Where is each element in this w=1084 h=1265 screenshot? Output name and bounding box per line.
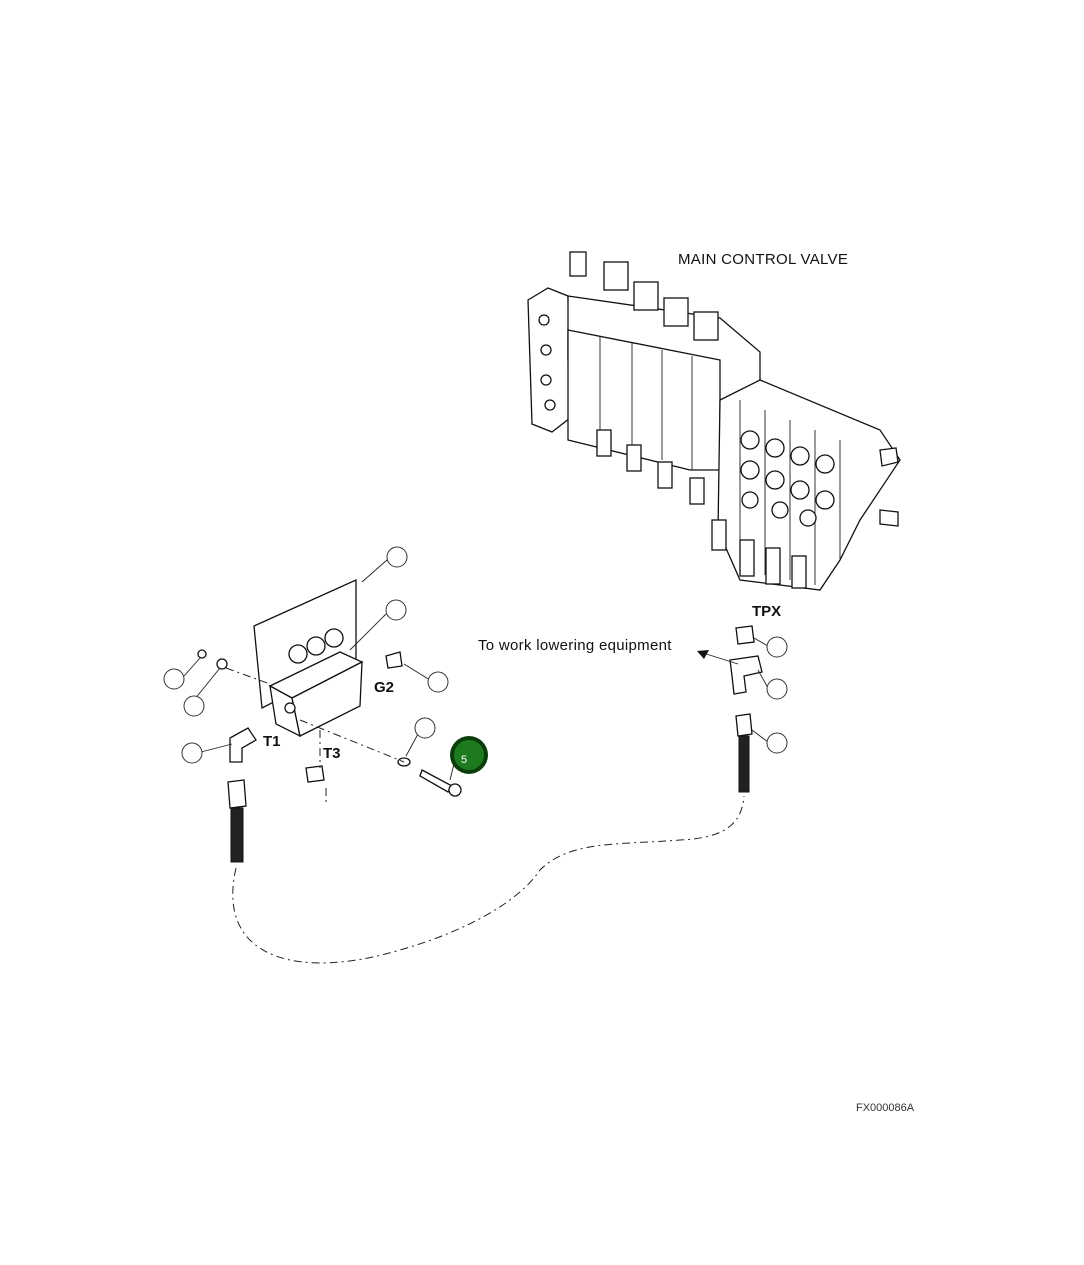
callout-tpx-plug[interactable] xyxy=(766,636,788,658)
work-lowering-label: To work lowering equipment xyxy=(478,637,672,654)
figure-reference: FX000086A xyxy=(856,1102,915,1114)
g2-label: G2 xyxy=(374,679,394,696)
callout-tpx-tee[interactable] xyxy=(766,678,788,700)
callout-washer-bolt[interactable] xyxy=(414,717,436,739)
callout-leaders xyxy=(183,559,769,781)
small-parts xyxy=(197,649,462,863)
callout-plug-g2[interactable] xyxy=(427,671,449,693)
t3-label: T3 xyxy=(323,745,341,762)
main-control-valve-drawing xyxy=(527,251,901,591)
dash-line-1 xyxy=(225,667,271,685)
callout-valve-block[interactable] xyxy=(385,599,407,621)
callout-washer-left[interactable] xyxy=(163,668,185,690)
arrow-head-icon xyxy=(697,650,709,659)
hose-route-line xyxy=(232,795,745,964)
tpx-label: TPX xyxy=(752,603,781,620)
valve-block-assembly xyxy=(253,578,364,738)
callout-elbow-t1[interactable] xyxy=(181,742,203,764)
callout-tpx-hose[interactable] xyxy=(766,732,788,754)
callout-top-bracket[interactable] xyxy=(386,546,408,568)
callout-screw-left[interactable] xyxy=(183,695,205,717)
t1-label: T1 xyxy=(263,733,281,750)
tpx-fittings xyxy=(729,625,763,793)
callout-bolt-highlighted[interactable]: 5 xyxy=(450,736,488,774)
dash-line-2 xyxy=(299,719,405,763)
callout-bolt-number: 5 xyxy=(461,754,467,766)
main-control-valve-label: MAIN CONTROL VALVE xyxy=(678,251,848,268)
